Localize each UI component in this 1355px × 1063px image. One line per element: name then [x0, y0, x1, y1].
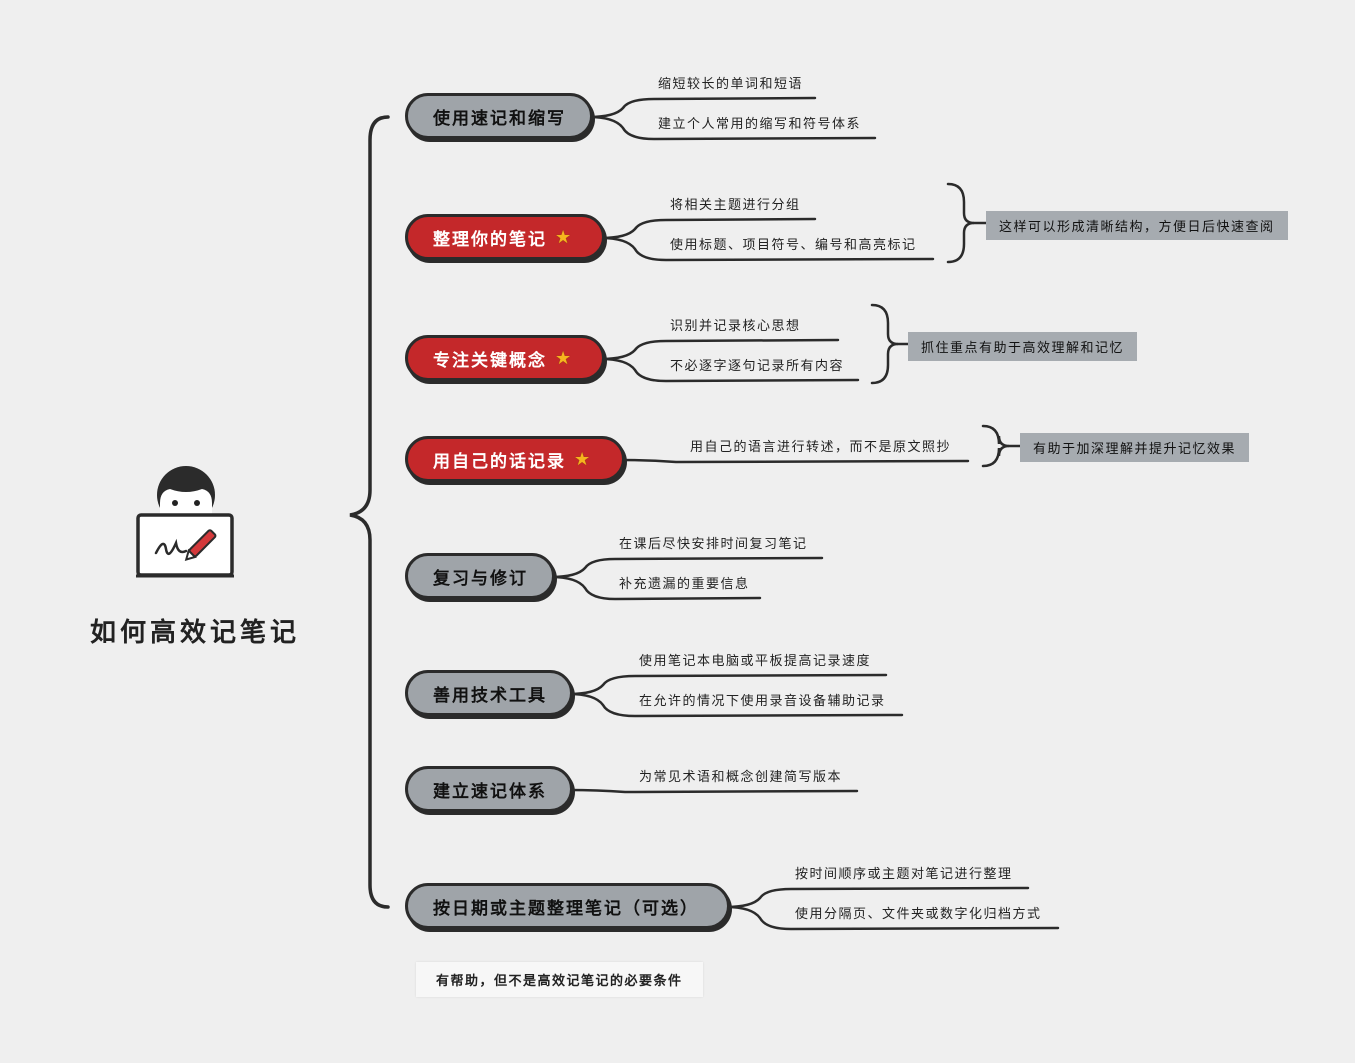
leaf-connector	[599, 338, 840, 361]
summary-label[interactable]: 有助于加深理解并提升记忆效果	[1020, 433, 1250, 462]
leaf-text[interactable]: 将相关主题进行分组	[670, 198, 801, 213]
leaf-text[interactable]: 补充遗漏的重要信息	[619, 577, 750, 592]
leaf-connector	[567, 788, 859, 794]
leaf-text[interactable]: 不必逐字逐句记录所有内容	[670, 359, 845, 374]
leaf-text[interactable]: 缩短较长的单词和短语	[658, 77, 804, 92]
root-title: 如何高效记笔记	[90, 618, 301, 648]
branch-node[interactable]: 建立速记体系	[405, 766, 573, 812]
leaf-connector	[567, 692, 904, 718]
summary-brace	[870, 303, 899, 385]
branch-node[interactable]: 用自己的话记录 ★	[405, 436, 625, 482]
leaf-connector	[724, 886, 1030, 909]
leaf-text[interactable]: 建立个人常用的缩写和符号体系	[658, 117, 862, 132]
branch-label: 复习与修订	[433, 568, 528, 589]
branch-label: 建立速记体系	[433, 781, 547, 802]
branch-label: 按日期或主题整理笔记（可选）	[433, 898, 699, 919]
branch-node[interactable]: 按日期或主题整理笔记（可选）	[405, 883, 730, 929]
leaf-text[interactable]: 用自己的语言进行转述，而不是原文照抄	[690, 440, 952, 455]
branch-label: 善用技术工具	[433, 685, 547, 706]
person-with-laptop-icon	[130, 465, 240, 584]
leaf-text[interactable]: 使用分隔页、文件夹或数字化归档方式	[795, 907, 1042, 922]
summary-label[interactable]: 这样可以形成清晰结构，方便日后快速查阅	[986, 211, 1288, 240]
leaf-text[interactable]: 为常见术语和概念创建简写版本	[639, 770, 843, 785]
star-icon: ★	[555, 347, 574, 369]
star-icon: ★	[574, 448, 593, 470]
leaf-connector	[549, 556, 824, 579]
leaf-text[interactable]: 在课后尽快安排时间复习笔记	[619, 537, 808, 552]
branch-node[interactable]: 善用技术工具	[405, 670, 573, 716]
leaf-text[interactable]: 使用标题、项目符号、编号和高亮标记	[670, 238, 917, 253]
leaf-connector	[587, 96, 817, 119]
branch-node[interactable]: 专注关键概念 ★	[405, 335, 605, 381]
summary-brace	[946, 182, 975, 264]
leaf-connector	[599, 357, 860, 383]
leaf-text[interactable]: 识别并记录核心思想	[670, 319, 801, 334]
branch-node[interactable]: 整理你的笔记 ★	[405, 214, 605, 260]
leaf-connector	[567, 673, 888, 696]
leaf-text[interactable]: 使用笔记本电脑或平板提高记录速度	[639, 654, 872, 669]
root-bracket	[349, 115, 390, 909]
leaf-connector	[599, 236, 935, 262]
summary-label[interactable]: 抓住重点有助于高效理解和记忆	[908, 332, 1138, 361]
summary-brace	[981, 424, 1010, 468]
leaf-connector	[619, 458, 970, 464]
leaf-text[interactable]: 按时间顺序或主题对笔记进行整理	[795, 867, 1013, 882]
branch-note[interactable]: 有帮助，但不是高效记笔记的必要条件	[416, 962, 703, 997]
branch-node[interactable]: 使用速记和缩写	[405, 93, 593, 139]
branch-label: 专注关键概念	[433, 350, 547, 371]
star-icon: ★	[555, 226, 574, 248]
leaf-connector	[549, 575, 762, 601]
leaf-connector	[599, 217, 817, 240]
leaf-connector	[587, 115, 877, 141]
leaf-text[interactable]: 在允许的情况下使用录音设备辅助记录	[639, 694, 886, 709]
branch-node[interactable]: 复习与修订	[405, 553, 555, 599]
branch-label: 用自己的话记录	[433, 451, 566, 472]
leaf-connector	[724, 905, 1060, 931]
branch-label: 使用速记和缩写	[433, 108, 566, 129]
branch-label: 整理你的笔记	[433, 229, 547, 250]
